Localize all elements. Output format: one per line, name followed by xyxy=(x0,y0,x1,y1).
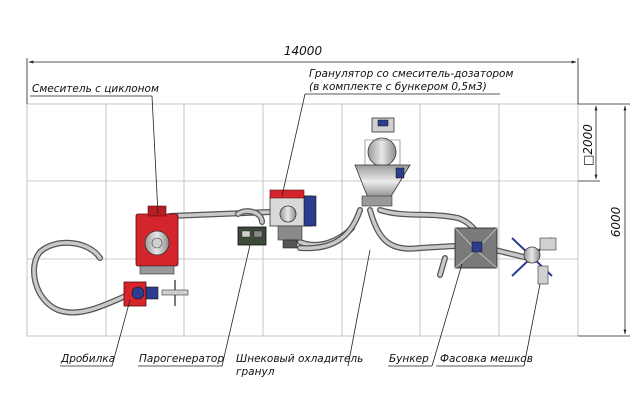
steam-generator-unit xyxy=(237,226,267,246)
bagging-unit xyxy=(511,237,557,285)
label-granulator-line2: (в комплекте с бункером 0,5м3) xyxy=(309,81,487,93)
label-hopper: Бункер xyxy=(389,353,429,365)
cell-dimension-text: 2000 xyxy=(581,124,595,155)
granulator-unit xyxy=(269,189,317,249)
dimension-height xyxy=(578,103,630,337)
hopper-unit xyxy=(454,227,498,269)
label-bagging: Фасовка мешков xyxy=(440,353,533,365)
label-crusher: Дробилка xyxy=(60,353,115,365)
width-dimension-text: 14000 xyxy=(284,44,323,58)
svg-text:□2000: □2000 xyxy=(581,124,595,166)
label-granulator-line1: Гранулятор со смеситель-дозатором xyxy=(309,68,513,80)
label-cooler-line2: гранул xyxy=(236,366,275,378)
dimension-width xyxy=(26,58,579,104)
mixer-cyclone-unit xyxy=(135,205,179,275)
label-steam-generator: Парогенератор xyxy=(139,353,224,365)
label-mixer-cyclone: Смеситель с циклоном xyxy=(32,83,159,95)
leader-lines xyxy=(30,93,541,367)
height-dimension-text: 6000 xyxy=(609,206,623,237)
cooler-tower-unit xyxy=(354,117,411,207)
label-cooler-line1: Шнековый охладитель xyxy=(236,353,363,365)
crusher-unit xyxy=(123,280,189,307)
square-symbol: □ xyxy=(581,155,595,166)
